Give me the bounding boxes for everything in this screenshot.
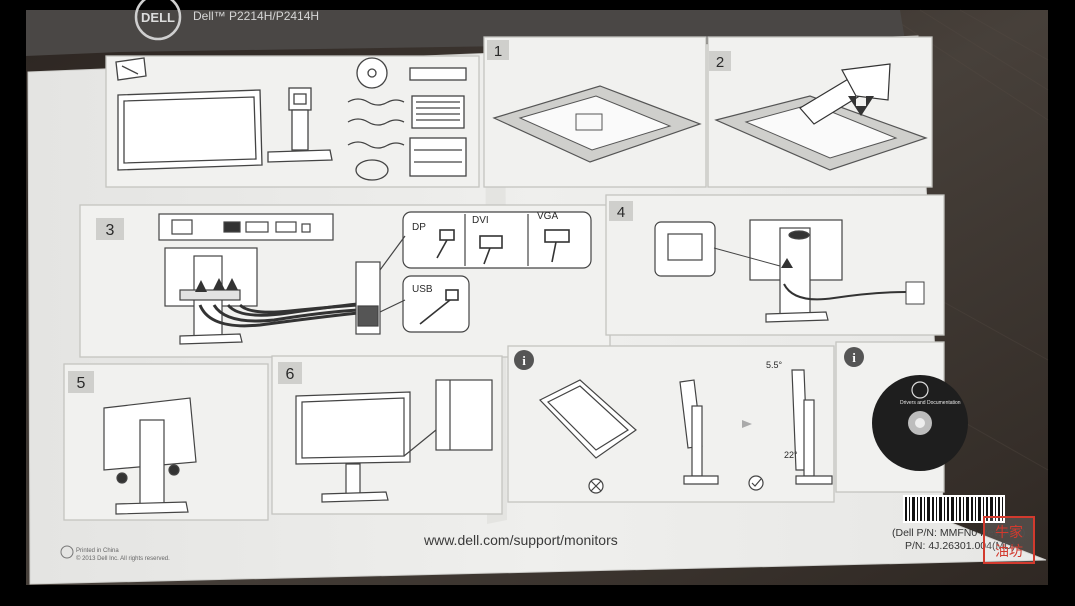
panel-step-3: 3 xyxy=(80,205,610,357)
cd-illustration xyxy=(357,58,387,88)
model-title: Dell™ P2214H/P2414H xyxy=(193,9,319,23)
dell-logo-text: DELL xyxy=(141,10,175,25)
computer-tower xyxy=(356,262,380,334)
wall-outlet xyxy=(906,282,924,304)
info-label-b: i xyxy=(852,350,856,365)
panel-step-2: 2 xyxy=(708,37,932,187)
label-dvi: DVI xyxy=(472,215,489,226)
panel-step-4: 4 xyxy=(606,195,944,335)
tilt-up-angle: 5.5° xyxy=(766,360,783,370)
disc-title: Drivers and Documentation xyxy=(900,400,961,406)
step-number-1: 1 xyxy=(494,43,502,60)
label-vga: VGA xyxy=(537,211,558,222)
step-number-4: 4 xyxy=(617,204,625,221)
power-socket xyxy=(655,222,715,276)
info-label-a: i xyxy=(522,353,526,368)
label-usb: USB xyxy=(412,284,433,295)
seal-watermark: 牛家 油坊 xyxy=(984,517,1034,563)
seal-text-bottom: 油坊 xyxy=(995,544,1023,560)
printed-in: Printed in China xyxy=(76,548,119,554)
seal-text-top: 牛家 xyxy=(995,524,1023,541)
panel-step-5: 5 xyxy=(64,364,268,520)
step-number-5: 5 xyxy=(77,375,86,392)
support-url: www.dell.com/support/monitors xyxy=(423,532,618,548)
step-number-3: 3 xyxy=(106,222,115,239)
step-number-6: 6 xyxy=(286,366,295,383)
package-icon xyxy=(116,58,146,80)
monitor-illustration xyxy=(118,90,262,170)
panel-info-tilt: i 5.5° 22° xyxy=(508,346,834,502)
panel-step-6: 6 xyxy=(272,356,502,514)
label-dp: DP xyxy=(412,222,426,233)
panel-step-1: 1 xyxy=(484,37,706,187)
panel-box-contents xyxy=(106,56,479,187)
copyright: © 2013 Dell Inc. All rights reserved. xyxy=(76,555,170,562)
step-number-2: 2 xyxy=(716,54,724,71)
tilt-down-angle: 22° xyxy=(784,450,798,460)
port-panel xyxy=(159,214,333,240)
